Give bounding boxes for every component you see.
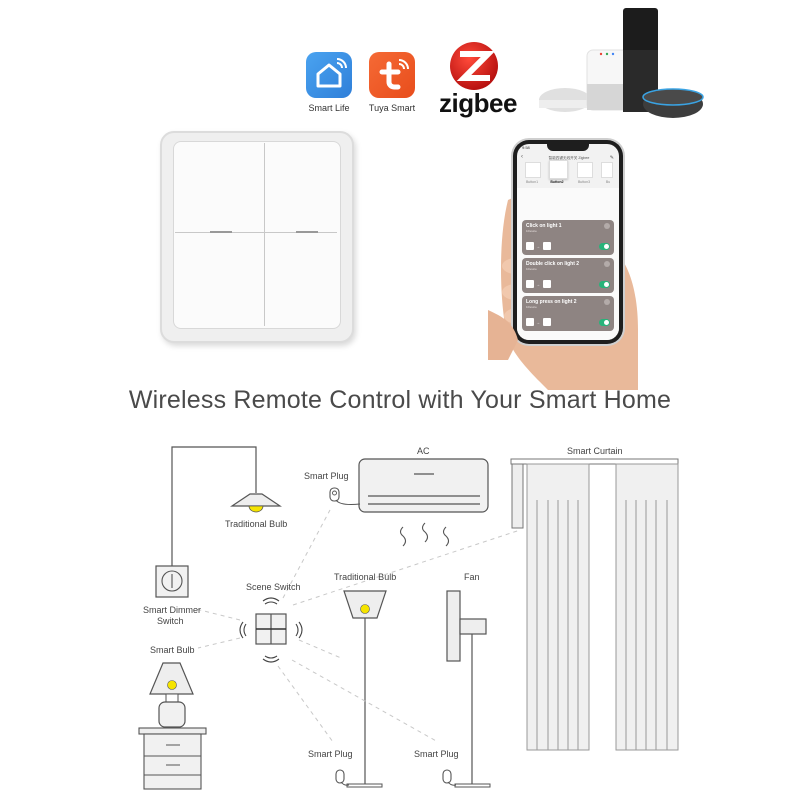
switch-divider-h: [175, 232, 337, 233]
more-icon[interactable]: [604, 223, 610, 229]
scene-subtitle: 1Device: [526, 229, 537, 233]
app-title: 智能四键无线开关 Zigbee: [548, 156, 590, 160]
smart-plug-icon: [329, 487, 361, 506]
label-traditional-bulb-floor: Traditional Bulb: [334, 572, 397, 582]
label-smart-dimmer: Smart Dimmer: [143, 605, 201, 615]
switch-icon: [526, 280, 534, 288]
button-thumb-4[interactable]: [601, 162, 613, 178]
label-ac: AC: [417, 446, 430, 456]
switch-icon: [526, 318, 534, 326]
label-smart-plug-ac: Smart Plug: [304, 471, 349, 481]
scene-card[interactable]: Click on light 1 1Device →: [522, 220, 614, 255]
scene-subtitle: 1Device: [526, 267, 537, 271]
smart-home-diagram: [138, 446, 679, 790]
ac-unit-icon: [358, 458, 489, 547]
scene-title: Click on light 1: [526, 223, 562, 229]
back-icon[interactable]: ‹: [521, 154, 523, 160]
button-thumb-3[interactable]: [577, 162, 593, 178]
smart-speakers-image: [539, 8, 704, 118]
smart-curtain-icon: [510, 458, 679, 751]
light-icon: [543, 318, 551, 326]
bedside-lamp-icon: [149, 662, 194, 728]
smartphone: 9:58 ‹ 智能四键无线开关 Zigbee ✎ Button1 Button2…: [513, 140, 623, 344]
label-smart-dimmer-switch: Switch: [157, 616, 184, 626]
scene-toggle[interactable]: [599, 319, 610, 326]
light-icon: [543, 280, 551, 288]
scene-title: Double click on light 2: [526, 261, 580, 267]
thumb-overlay: [488, 310, 518, 360]
light-icon: [543, 242, 551, 250]
label-fan: Fan: [464, 572, 480, 582]
scene-toggle[interactable]: [599, 281, 610, 288]
button-thumb-1[interactable]: [525, 162, 541, 178]
zigbee-label: zigbee: [439, 88, 517, 118]
button-label-4: Bu: [605, 180, 611, 184]
button-label-3: Button3: [577, 180, 591, 184]
switch-led-2: [296, 231, 318, 233]
headline: Wireless Remote Control with Your Smart …: [128, 386, 672, 414]
button-label-1: Button1: [525, 180, 539, 184]
label-smart-plug-lamp: Smart Plug: [308, 749, 353, 759]
switch-led-1: [210, 231, 232, 233]
scene-toggle[interactable]: [599, 243, 610, 250]
scene-subtitle: 1Device: [526, 305, 537, 309]
ceiling-lamp-icon: [230, 493, 282, 513]
tuya-smart-label: Tuya Smart: [368, 103, 416, 113]
edit-icon[interactable]: ✎: [609, 155, 614, 161]
smart-plug-icon: [442, 769, 457, 786]
label-smart-bulb: Smart Bulb: [150, 645, 195, 655]
label-scene-switch: Scene Switch: [246, 582, 301, 592]
smart-plug-icon: [335, 769, 350, 786]
nightstand-icon: [138, 727, 207, 790]
switch-icon: [526, 242, 534, 250]
scene-switch-icon: [239, 597, 303, 663]
phone-notch: [547, 144, 589, 151]
scene-card[interactable]: Double click on light 2 1Device →: [522, 258, 614, 293]
phone-screen: 9:58 ‹ 智能四键无线开关 Zigbee ✎ Button1 Button2…: [517, 144, 619, 340]
arrow-icon: →: [536, 320, 540, 325]
tuya-icon: [369, 52, 415, 98]
arrow-icon: →: [536, 282, 540, 287]
label-smart-plug-fan: Smart Plug: [414, 749, 459, 759]
label-smart-curtain: Smart Curtain: [567, 446, 623, 456]
scene-card[interactable]: Long press on light 2 1Device →: [522, 296, 614, 331]
label-traditional-bulb-ceiling: Traditional Bulb: [225, 519, 288, 529]
smart-dimmer-switch-icon: [155, 565, 189, 598]
more-icon[interactable]: [604, 299, 610, 305]
smart-life-icon: [306, 52, 352, 98]
zigbee-icon: [450, 42, 498, 90]
scene-title: Long press on light 2: [526, 299, 577, 305]
button-label-2: Button2: [550, 180, 564, 184]
more-icon[interactable]: [604, 261, 610, 267]
switch-divider-v: [264, 143, 265, 326]
button-thumb-2[interactable]: [549, 160, 568, 179]
status-time: 9:58: [522, 145, 530, 150]
smart-life-label: Smart Life: [308, 103, 350, 113]
arrow-icon: →: [536, 244, 540, 249]
